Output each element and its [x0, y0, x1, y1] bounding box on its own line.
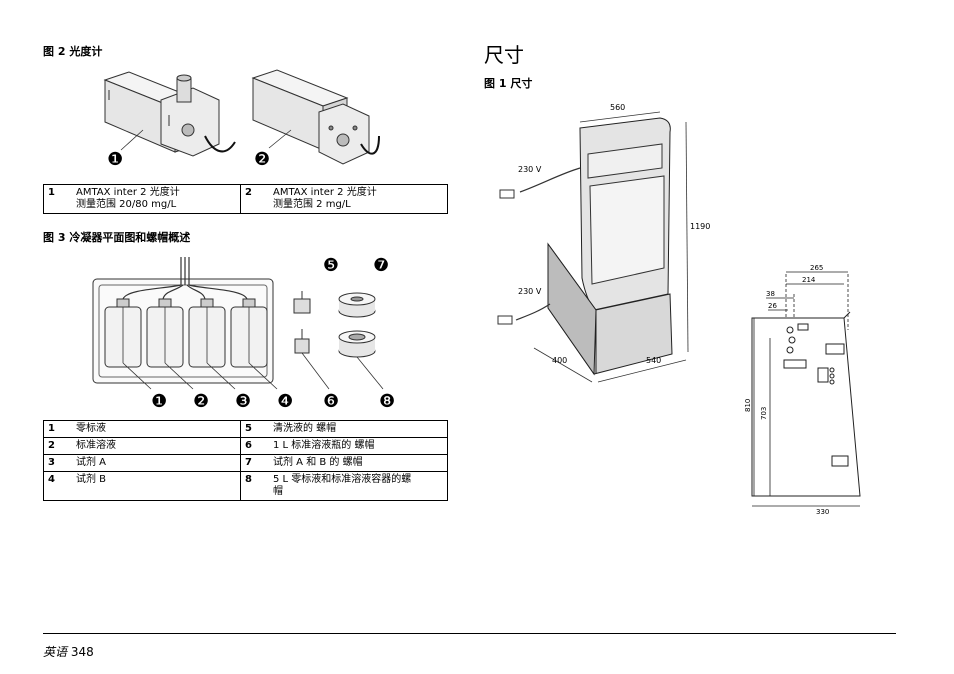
fig3-callout-1: ❶	[151, 391, 167, 412]
legend-text: 试剂 A 和 B 的 螺帽	[269, 454, 448, 472]
legend-text: 零标液	[72, 420, 241, 438]
condenser-illustration: ❺ ❼ ❶ ❷ ❸ ❹ ❻ ❽	[92, 255, 395, 412]
fig1-caption: 图 1 尺寸	[484, 77, 533, 90]
power-label-upper: 230 V	[518, 165, 542, 174]
legend-number: 7	[240, 454, 269, 472]
section-title: 尺寸	[484, 43, 524, 67]
front-dimension-drawing: 560 1190 230 V 230 V 400 540	[497, 103, 710, 383]
caps	[293, 291, 376, 358]
dim-side-330: 330	[816, 508, 829, 516]
side-dimension-drawing: 265 214 38 26 810 703 330	[744, 264, 861, 516]
legend-text: 清洗液的 螺帽	[269, 420, 448, 438]
dim-height: 1190	[690, 222, 710, 231]
fig3-callout-3: ❸	[235, 391, 251, 412]
fig3-callout-5: ❺	[323, 255, 339, 276]
photometer-illustration: ❶ ❷	[103, 69, 380, 170]
dim-side-810: 810	[744, 399, 752, 412]
legend-line: AMTAX inter 2 光度计	[76, 187, 180, 198]
fig3-callout-6: ❻	[323, 391, 339, 412]
legend-number: 2	[240, 184, 269, 214]
legend-line: 测量范围 2 mg/L	[273, 199, 351, 210]
fig3-callout-4: ❹	[277, 391, 293, 412]
fig3-caption: 图 3 冷凝器平面图和螺帽概述	[43, 231, 191, 244]
fig2-legend-table: 1 AMTAX inter 2 光度计 测量范围 20/80 mg/L 2 AM…	[43, 184, 448, 214]
dim-base-width: 540	[646, 356, 661, 365]
fig3-callout-2: ❷	[193, 391, 209, 412]
legend-line: AMTAX inter 2 光度计	[273, 187, 377, 198]
dim-depth: 400	[552, 356, 567, 365]
legend-line: 帽	[273, 486, 283, 497]
footer-rule	[43, 633, 896, 634]
table-row: 2 标准溶液 6 1 L 标准溶液瓶的 螺帽	[43, 437, 448, 455]
fig3-legend-table: 1 零标液 5 清洗液的 螺帽 2 标准溶液 6 1 L 标准溶液瓶的 螺帽 3…	[43, 420, 448, 501]
photometer-2-drawing	[251, 69, 370, 165]
fig3-callout-8: ❽	[379, 391, 395, 412]
legend-number: 4	[43, 471, 72, 501]
legend-number: 3	[43, 454, 72, 472]
fig2-callout-1: ❶	[107, 149, 123, 170]
legend-line: 测量范围 20/80 mg/L	[76, 199, 177, 210]
dim-width-top: 560	[610, 103, 625, 112]
page-number: 348	[70, 645, 94, 659]
dim-side-top-214: 214	[802, 276, 816, 284]
legend-number: 5	[240, 420, 269, 438]
legend-text: 5 L 零标液和标准溶液容器的螺 帽	[269, 471, 448, 501]
photometer-1-drawing	[103, 71, 220, 157]
power-label-lower: 230 V	[518, 287, 542, 296]
legend-number: 8	[240, 471, 269, 501]
legend-number: 2	[43, 437, 72, 455]
legend-line: 5 L 零标液和标准溶液容器的螺	[273, 474, 412, 485]
legend-text: AMTAX inter 2 光度计 测量范围 20/80 mg/L	[72, 184, 241, 214]
table-row: 3 试剂 A 7 试剂 A 和 B 的 螺帽	[43, 454, 448, 472]
dim-side-703: 703	[760, 407, 768, 420]
footer: 英语 348	[43, 643, 94, 660]
legend-text: 试剂 A	[72, 454, 241, 472]
table-row: 1 零标液 5 清洗液的 螺帽	[43, 420, 448, 438]
fig3-callout-7: ❼	[373, 255, 389, 276]
dim-side-38: 38	[766, 290, 775, 298]
legend-text: 标准溶液	[72, 437, 241, 455]
table-row: 4 试剂 B 8 5 L 零标液和标准溶液容器的螺 帽	[43, 471, 448, 501]
legend-text: 试剂 B	[72, 471, 241, 501]
legend-text: AMTAX inter 2 光度计 测量范围 2 mg/L	[269, 184, 448, 214]
plug-icon	[497, 315, 513, 325]
fig2-callout-2: ❷	[254, 149, 270, 170]
plug-icon	[499, 189, 515, 199]
legend-number: 6	[240, 437, 269, 455]
legend-number: 1	[43, 420, 72, 438]
dim-side-26: 26	[768, 302, 777, 310]
footer-language: 英语	[43, 645, 68, 659]
dim-side-top-265: 265	[810, 264, 823, 272]
legend-number: 1	[43, 184, 72, 214]
table-row: 1 AMTAX inter 2 光度计 测量范围 20/80 mg/L 2 AM…	[43, 184, 448, 214]
fig2-caption: 图 2 光度计	[43, 45, 103, 58]
legend-text: 1 L 标准溶液瓶的 螺帽	[269, 437, 448, 455]
